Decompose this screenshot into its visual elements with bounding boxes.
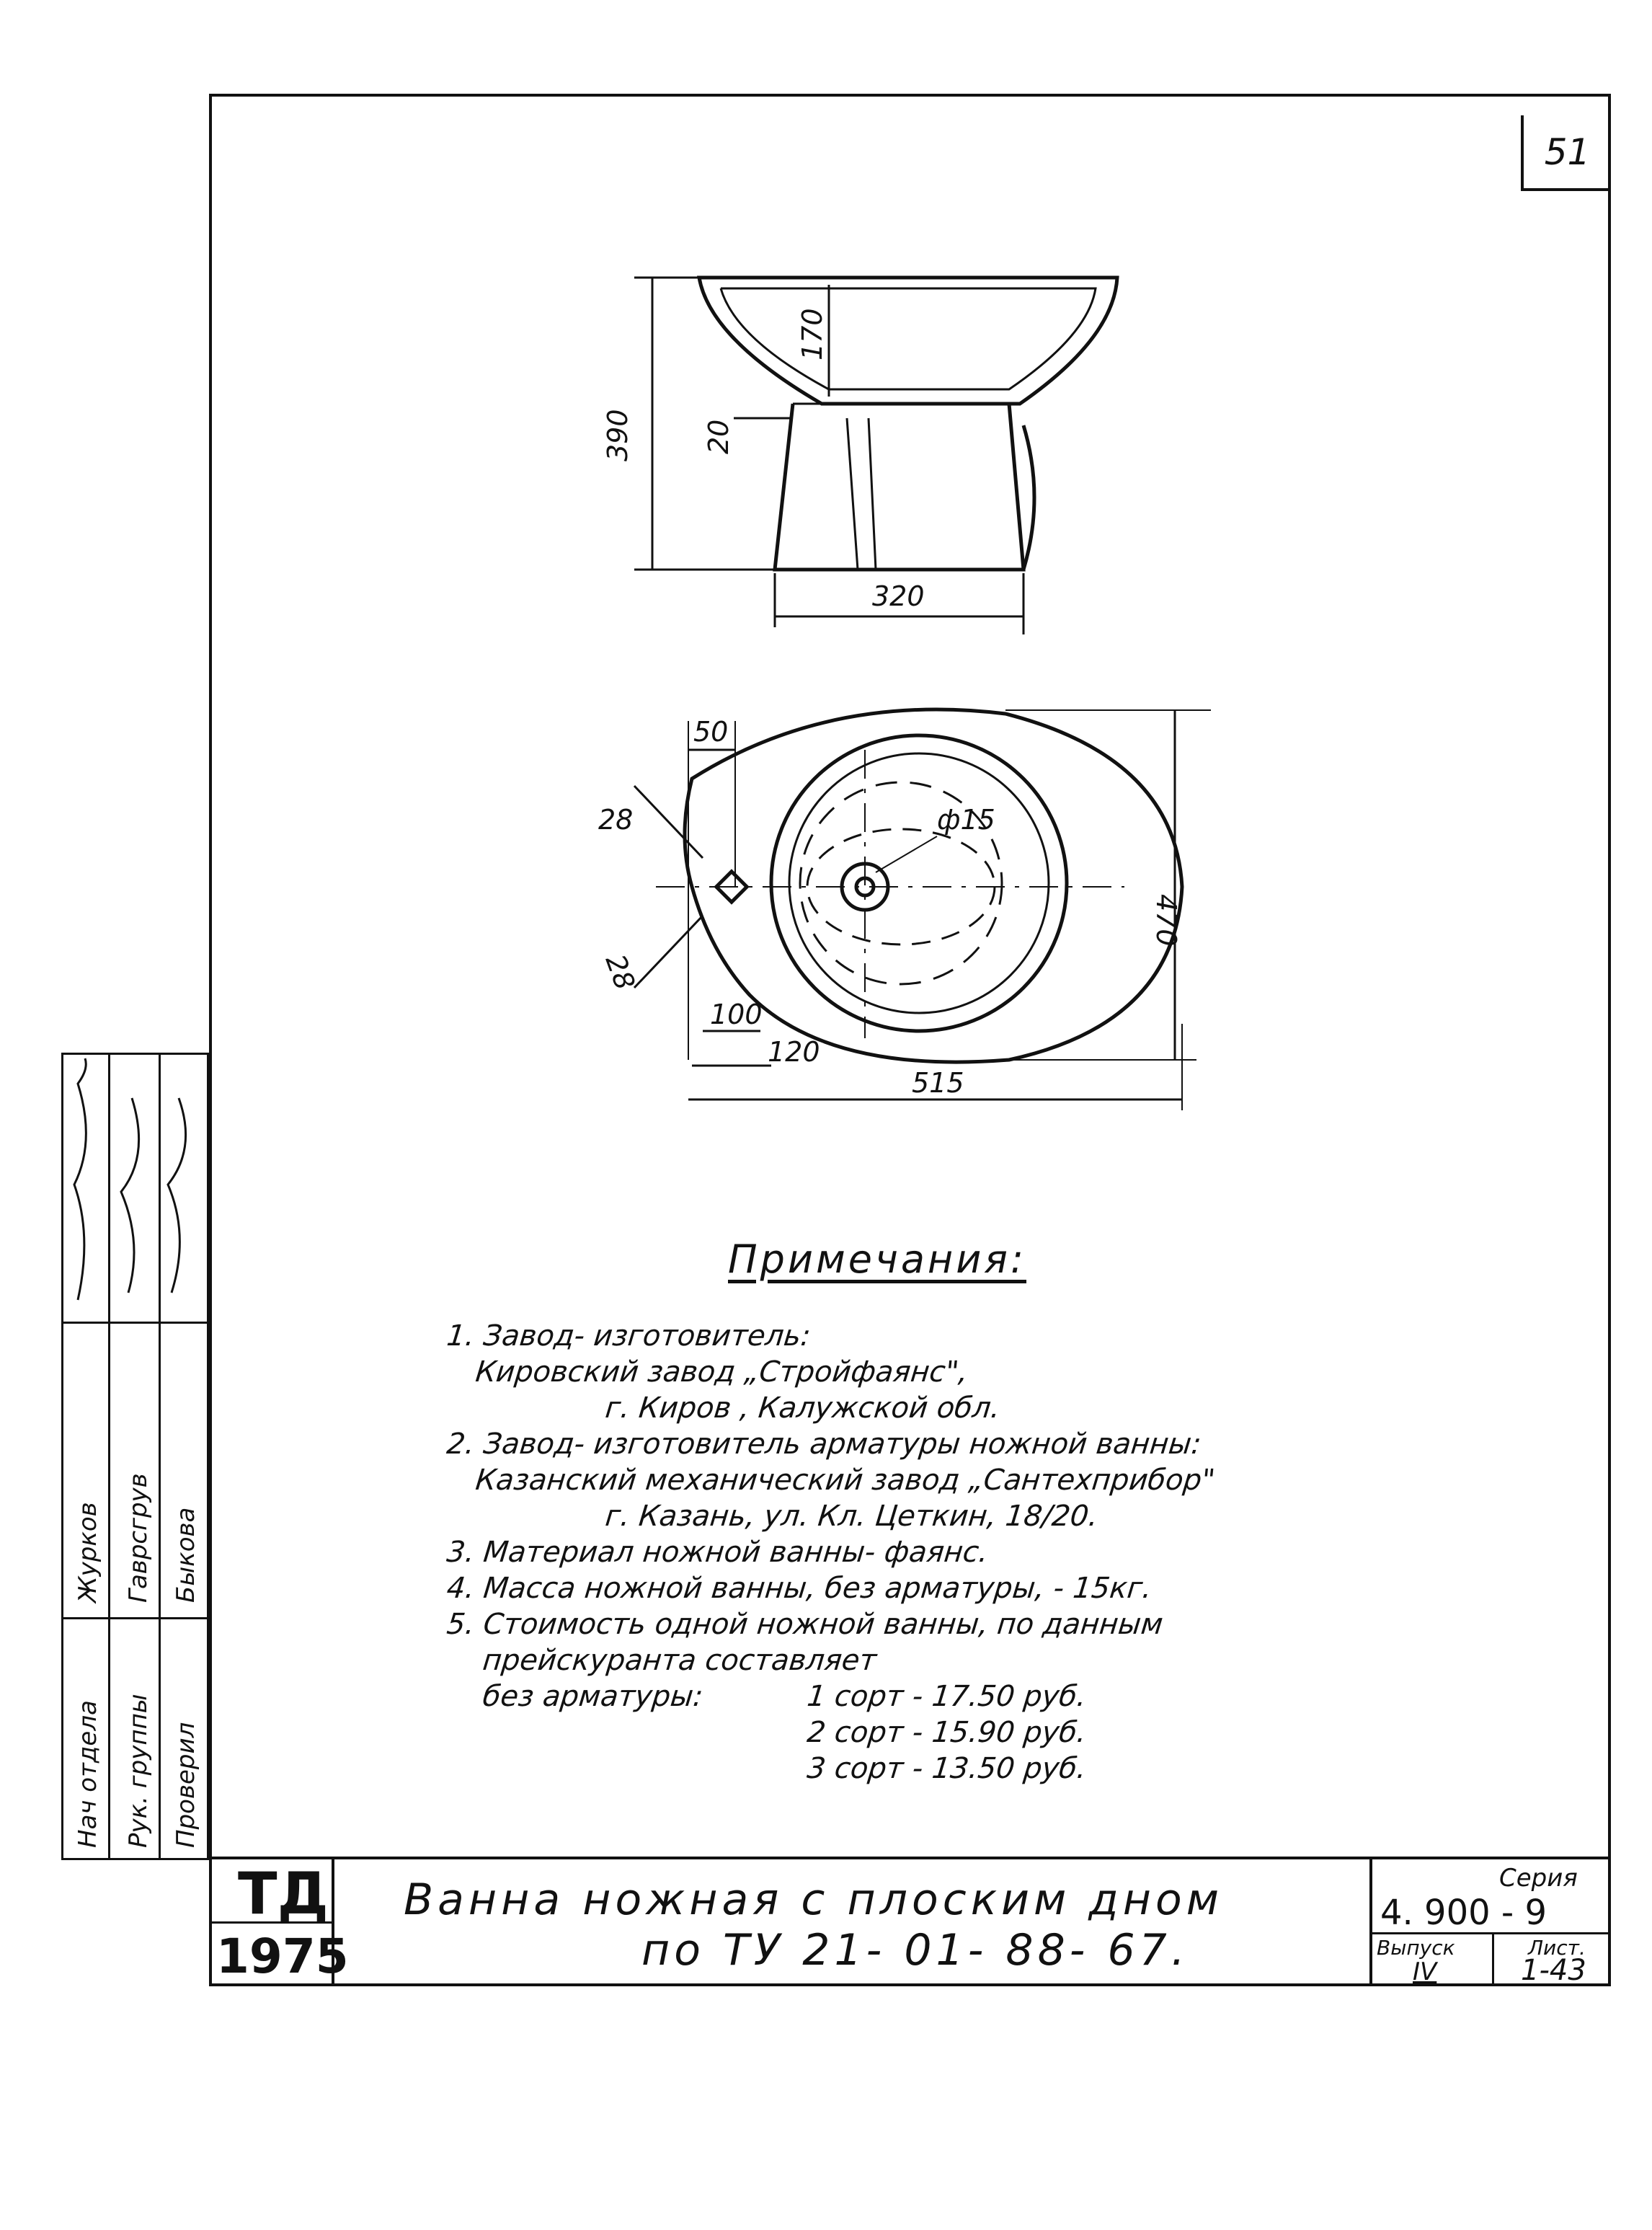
dim-390-label: 390 (602, 409, 634, 461)
issue-value: IV (1413, 1957, 1437, 1986)
dim-diameter-leader (875, 836, 938, 873)
approval-signatures (73, 1058, 187, 1301)
note-line: без арматуры: (481, 1680, 705, 1713)
side-view-bowl (697, 275, 1119, 406)
note-line: Кировский завод „Стройфаянс", (474, 1355, 970, 1389)
title-block-hline (1369, 1932, 1611, 1934)
sheet-value: 1-43 (1521, 1954, 1586, 1987)
dim-28a-line (633, 784, 704, 859)
dim-100-label: 100 (710, 999, 763, 1030)
plan-view-basin (799, 781, 1003, 986)
side-view-foot (1021, 425, 1036, 570)
title-block-hline-left (209, 1921, 332, 1924)
note-line: 3 сорт - 13.50 руб. (805, 1752, 1088, 1785)
title-block-divider (1369, 1857, 1372, 1986)
note-line: 1 сорт - 17.50 руб. (805, 1680, 1088, 1713)
approval-role: Проверил (172, 1722, 200, 1848)
note-line: 1. Завод- изготовитель: (445, 1319, 812, 1353)
dim-20-label: 20 (703, 420, 734, 454)
note-line: Казанский механический завод „Сантехприб… (474, 1464, 1217, 1497)
issue-label: Выпуск (1377, 1936, 1455, 1960)
approval-role: Рук. группы (124, 1694, 153, 1848)
org-mark-bottom: 1975 (216, 1929, 349, 1984)
title-block-divider (332, 1857, 334, 1986)
side-view-partition-2 (867, 417, 877, 570)
approval-role: Нач отдела (74, 1700, 102, 1848)
side-view-partition (845, 417, 859, 570)
dim-28b-line (633, 914, 704, 989)
approval-name: Журков (74, 1502, 102, 1603)
note-line: прейскуранта составляет (481, 1644, 879, 1677)
series-label: Серия (1499, 1864, 1578, 1893)
dim-470-label: 470 (1150, 894, 1182, 947)
note-line: г. Казань, ул. Кл. Цеткин, 18/20. (603, 1500, 1100, 1533)
approval-name: Гаврсгрув (124, 1473, 153, 1603)
approval-name: Быкова (172, 1507, 200, 1603)
dim-28a-label: 28 (598, 804, 633, 836)
note-line: 4. Масса ножной ванны, без арматуры, - 1… (445, 1572, 1154, 1605)
drawing-title-line1: Ванна ножная с плоским дном (404, 1875, 1223, 1925)
plan-view-inner-rim (788, 752, 1050, 1014)
title-block-vline-issue (1492, 1932, 1494, 1986)
note-line: 5. Стоимость одной ножной ванны, по данн… (445, 1608, 1165, 1641)
series-value: 4. 900 - 9 (1380, 1893, 1547, 1933)
side-view-pedestal (773, 403, 1026, 572)
approval-table: Нач отдела Рук. группы Проверил Журков Г… (61, 1053, 209, 1860)
drawing-title-line2: по ТУ 21- 01- 88- 67. (641, 1925, 1189, 1975)
dim-50-label: 50 (693, 716, 728, 748)
dim-170-label: 170 (796, 308, 828, 360)
sheet-border (209, 94, 1611, 1986)
note-line: 2 сорт - 15.90 руб. (805, 1716, 1088, 1749)
dim-515-label: 515 (912, 1067, 964, 1099)
notes-title: Примечания: (728, 1236, 1027, 1282)
plan-view-outline (683, 707, 1184, 1064)
plan-view-rim (769, 733, 1069, 1033)
note-line: 3. Материал ножной ванны- фаянс. (445, 1536, 990, 1569)
dim-120-label: 120 (768, 1036, 820, 1068)
plan-view-overflow (714, 869, 750, 905)
dim-diameter-label: ф15 (937, 804, 995, 836)
side-view-bowl-inner (719, 287, 1097, 391)
sheet-number: 51 (1521, 115, 1611, 191)
note-line: 2. Завод- изготовитель арматуры ножной в… (445, 1428, 1203, 1461)
title-block-top-line (209, 1857, 1611, 1859)
sheet-label: Лист. (1528, 1936, 1586, 1960)
dim-320-label: 320 (872, 580, 925, 612)
org-mark-top: ТД (238, 1860, 329, 1927)
note-line: г. Киров , Калужской обл. (603, 1391, 1002, 1425)
